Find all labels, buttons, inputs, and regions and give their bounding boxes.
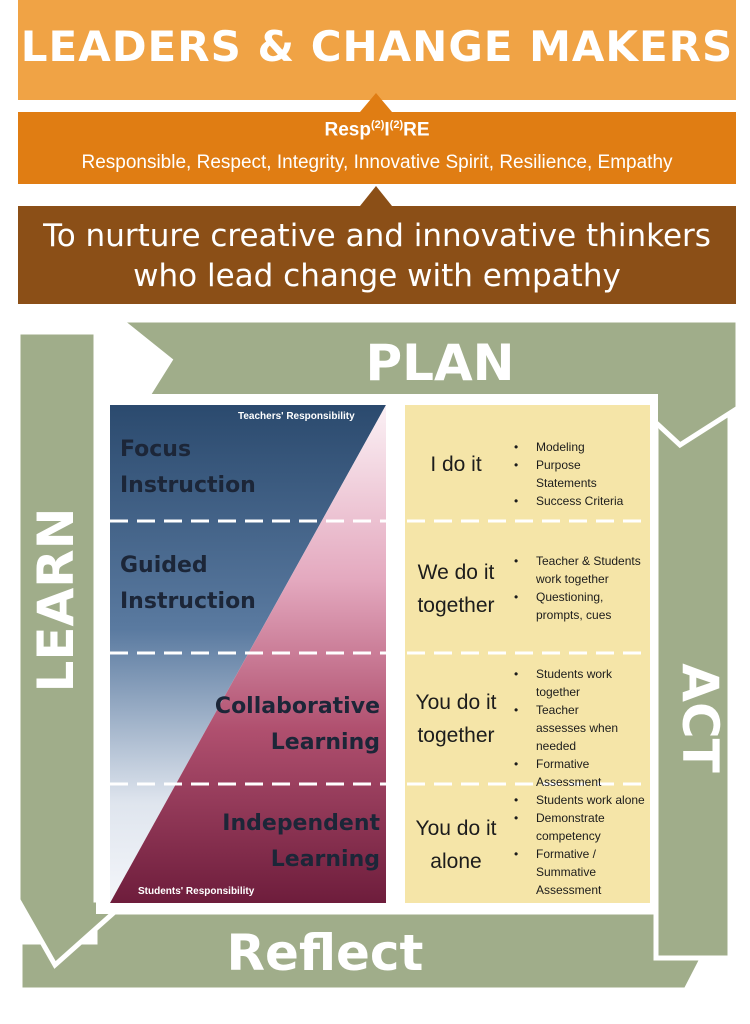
phase-bullets: Students work alone Demonstrate competen… [514,791,646,899]
teachers-responsibility-label: Teachers' Responsibility [238,411,355,422]
top-banner: LEADERS & CHANGE MAKERS [18,0,736,100]
bullet-item: Students work alone [514,791,646,809]
bullet-item: Formative Assessment [514,755,632,791]
bullet-item: Questioning, prompts, cues [514,588,642,624]
mission-statement: To nurture creative and innovative think… [43,218,711,294]
students-responsibility-label: Students' Responsibility [138,886,255,897]
phase-bullets: Students work together Teacher assesses … [514,665,632,791]
values-acronym: Resp(2)I(2)RE [324,119,430,141]
bullet-item: Teacher assesses when needed [514,701,632,755]
reflect-label: Reflect [226,924,424,982]
plan-label: PLAN [365,334,515,392]
bullet-item: Modeling [514,438,634,456]
plan-arrow [112,317,741,449]
values-banner: Resp(2)I(2)RE Responsible, Respect, Inte… [18,112,736,184]
up-arrow-icon [360,186,392,206]
bullet-item: Purpose Statements [514,456,634,492]
phase-bullets: Teacher & Students work together Questio… [514,552,642,624]
bullet-item: Demonstrate competency [514,809,646,845]
phase-bullets: Modeling Purpose Statements Success Crit… [514,438,634,510]
banner-title: LEADERS & CHANGE MAKERS [20,22,734,71]
bullet-item: Students work together [514,665,632,701]
do-it-label: I do it [430,453,482,476]
up-arrow-icon [360,93,392,112]
bullet-item: Success Criteria [514,492,634,510]
mission-banner: To nurture creative and innovative think… [18,206,736,304]
values-list: Responsible, Respect, Integrity, Innovat… [81,152,673,173]
bullet-item: Teacher & Students work together [514,552,642,588]
bullet-item: Formative / Summative Assessment [514,845,646,899]
